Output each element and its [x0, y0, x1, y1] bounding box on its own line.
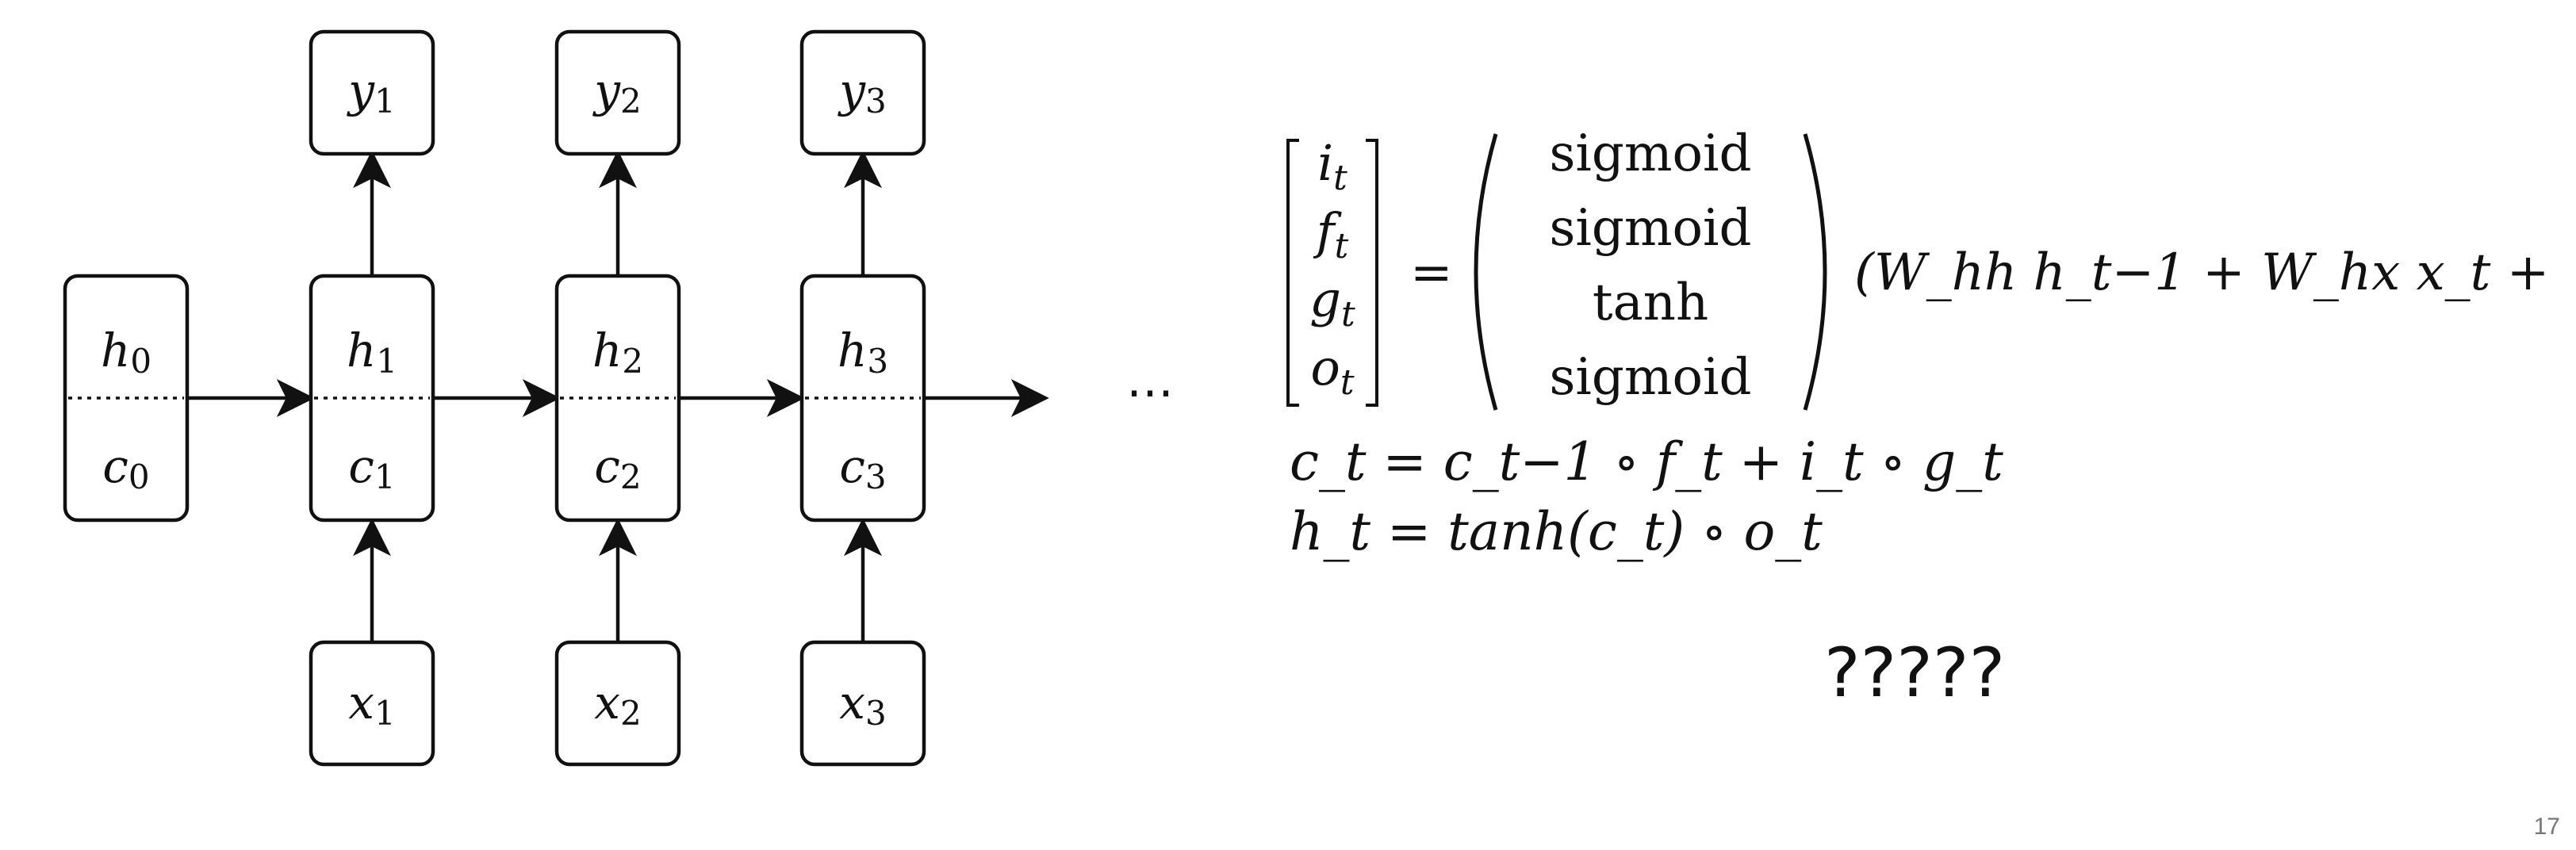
activation-vector: sigmoid sigmoid tanh sigmoid [1474, 131, 1827, 411]
output-node-y3: y3 [799, 29, 926, 156]
cell-update-equation: c_t = c_t−1 ∘ f_t + i_t ∘ g_t [1290, 431, 2003, 492]
svg-text:?????: ????? [1824, 634, 2005, 713]
input-node-x2: x2 [554, 640, 681, 767]
output-node-y1: y1 [309, 29, 435, 156]
svg-text:y2: y2 [592, 63, 642, 121]
page-number: 17 [2533, 814, 2560, 840]
svg-text:x1: x1 [348, 676, 395, 733]
svg-text:sigmoid: sigmoid [1550, 131, 1752, 183]
cell-node-3: h3 c3 [799, 274, 926, 523]
svg-text:y1: y1 [346, 63, 396, 121]
gate-vector: it ft gt ot [1286, 134, 1378, 407]
input-node-x3: x3 [799, 640, 926, 767]
lstm-unrolled-diagram: y1 y2 y3 h0 c0 h1 c1 h2 c2 h3 c3 x1 [63, 29, 1174, 767]
svg-text:sigmoid: sigmoid [1550, 199, 1752, 258]
equals-sign: = [1410, 243, 1453, 302]
unknown-question-marks: ????? [1824, 634, 2005, 713]
svg-text:h2: h2 [592, 324, 643, 381]
svg-text:h3: h3 [838, 324, 888, 381]
svg-text:y3: y3 [837, 63, 887, 121]
cell-node-0: h0 c0 [63, 274, 190, 523]
output-node-y2: y2 [554, 29, 681, 156]
svg-text:ot: ot [1310, 339, 1354, 403]
svg-text:c1: c1 [348, 439, 395, 496]
hidden-update-equation: h_t = tanh(c_t) ∘ o_t [1290, 501, 1823, 562]
svg-text:c0: c0 [102, 439, 149, 496]
svg-text:sigmoid: sigmoid [1550, 348, 1752, 407]
svg-text:x3: x3 [839, 676, 886, 733]
svg-text:c2: c2 [594, 439, 641, 496]
cell-node-2: h2 c2 [554, 274, 681, 523]
svg-text:c3: c3 [839, 439, 886, 496]
lstm-equations: it ft gt ot = sigmoid sigmoid tanh sigmo… [1286, 131, 2562, 562]
svg-text:ft: ft [1313, 202, 1349, 266]
svg-text:x2: x2 [594, 676, 641, 733]
svg-text:it: it [1317, 134, 1347, 198]
svg-text:h0: h0 [101, 324, 151, 381]
cell-node-1: h1 c1 [309, 274, 435, 523]
svg-text:h1: h1 [347, 324, 397, 381]
svg-text:tanh: tanh [1593, 274, 1708, 332]
input-node-x1: x1 [309, 640, 435, 767]
continuation-ellipsis: ⋯ [1126, 365, 1174, 420]
svg-text:gt: gt [1309, 270, 1355, 335]
affine-term: (W_hh h_t−1 + W_hx x_t + b_h) [1854, 243, 2562, 302]
